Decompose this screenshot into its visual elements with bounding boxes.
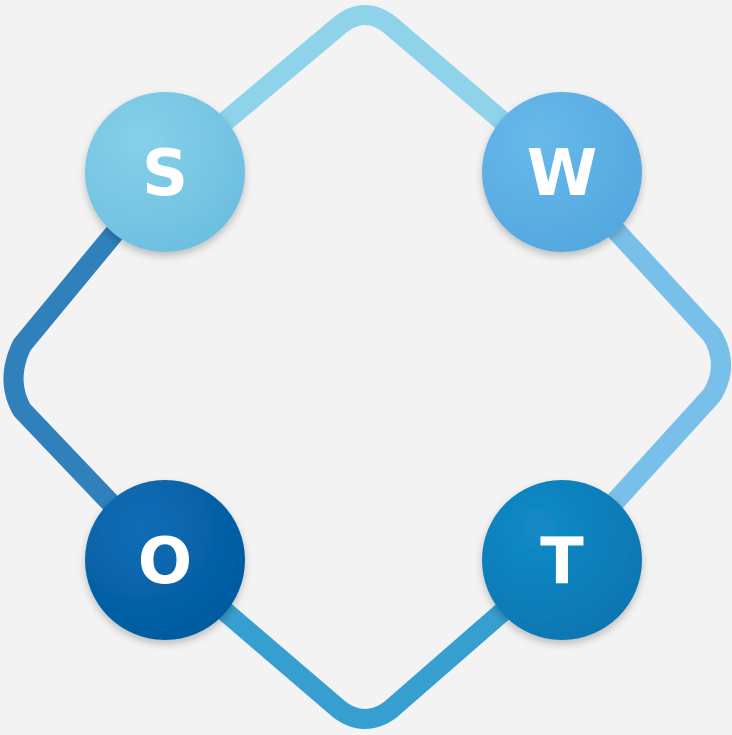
node-w: W (482, 92, 642, 252)
edge-bottom (155, 550, 572, 729)
edge-left (3, 162, 175, 570)
node-o: O (85, 480, 245, 640)
node-w-circle (482, 92, 642, 252)
node-s: S (85, 92, 245, 252)
node-s-label: S (142, 137, 188, 211)
node-s-circle (85, 92, 245, 252)
node-t-label: T (540, 525, 584, 599)
node-w-label: W (527, 137, 598, 211)
node-t: T (482, 480, 642, 640)
node-o-label: O (138, 525, 192, 599)
edge-right (552, 162, 731, 570)
node-o-circle (85, 480, 245, 640)
edge-top (155, 5, 572, 182)
node-t-circle (482, 480, 642, 640)
